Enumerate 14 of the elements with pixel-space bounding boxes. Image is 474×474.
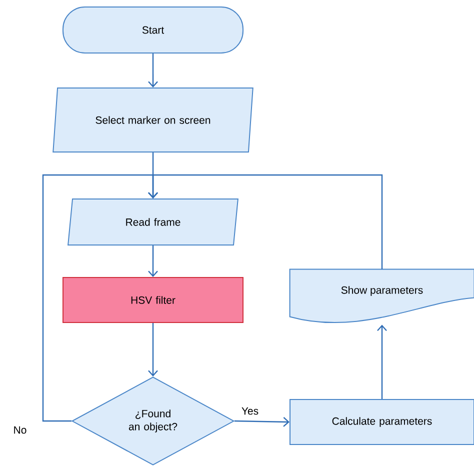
process-box: Calculate parameters	[290, 399, 474, 445]
arrow	[148, 246, 158, 277]
arrow	[148, 323, 158, 376]
input-output-box: Read frame	[68, 198, 238, 246]
terminal-box: Start	[62, 6, 244, 54]
arrow	[42, 174, 158, 422]
edge-label: Yes	[240, 406, 260, 416]
arrow	[377, 324, 387, 399]
input-output-box: Select marker on screen	[52, 88, 254, 152]
document-box: Show parameters	[289, 268, 474, 323]
arrow	[234, 416, 290, 427]
edge-label: No	[12, 425, 28, 435]
process-box: HSV filter	[62, 277, 244, 323]
arrow	[148, 54, 158, 88]
